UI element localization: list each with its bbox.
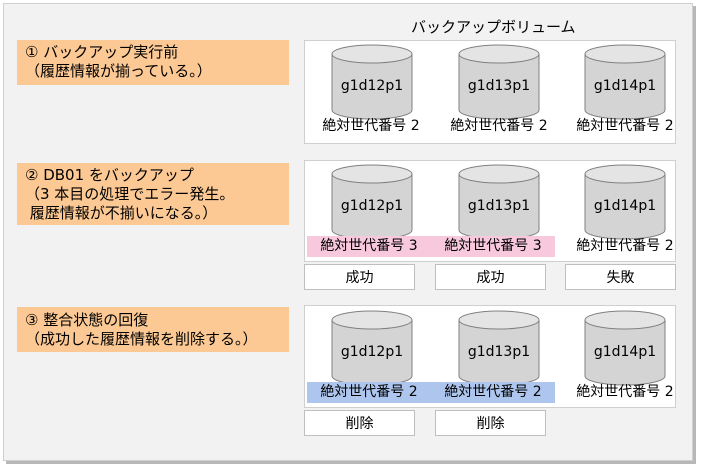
step-1-line-1: ① バックアップ実行前 xyxy=(25,43,179,61)
disk-name: g1d13p1 xyxy=(467,198,531,214)
disk-g1d14p1: g1d14p1 xyxy=(583,310,667,386)
disk-cylinder-icon xyxy=(458,310,540,386)
disk-cylinder-icon xyxy=(331,310,413,386)
disk-cylinder-icon xyxy=(584,44,666,120)
disk-g1d12p1: g1d12p1 xyxy=(330,164,414,240)
disk-g1d12p1: g1d12p1 xyxy=(330,44,414,120)
disk-cylinder-icon xyxy=(331,44,413,120)
disk-name: g1d12p1 xyxy=(340,78,404,94)
status-box: 成功 xyxy=(435,264,546,290)
generation-label: 絶対世代番号 2 xyxy=(576,384,674,400)
generation-label: 絶対世代番号 2 xyxy=(576,238,674,254)
step-2-line-1: ② DB01 をバックアップ xyxy=(25,166,194,184)
disk-cylinder-icon xyxy=(458,44,540,120)
disk-name: g1d12p1 xyxy=(340,198,404,214)
disk-cylinder-icon xyxy=(584,164,666,240)
disk-name: g1d14p1 xyxy=(593,198,657,214)
disk-g1d12p1: g1d12p1 xyxy=(330,310,414,386)
volume-heading: バックアップボリューム xyxy=(411,18,576,36)
status-box: 成功 xyxy=(304,264,415,290)
disk-cylinder-icon xyxy=(584,310,666,386)
disk-g1d13p1: g1d13p1 xyxy=(457,164,541,240)
disk-name: g1d13p1 xyxy=(467,78,531,94)
disk-g1d13p1: g1d13p1 xyxy=(457,44,541,120)
disk-cylinder-icon xyxy=(458,164,540,240)
disk-g1d13p1: g1d13p1 xyxy=(457,310,541,386)
step-2-label: ② DB01 をバックアップ （3 本目の処理でエラー発生。 履歴情報が不揃いに… xyxy=(17,163,289,225)
step-3-line-1: ③ 整合状態の回復 xyxy=(25,311,149,329)
disk-name: g1d13p1 xyxy=(467,344,531,360)
disk-name: g1d12p1 xyxy=(340,344,404,360)
generation-label: 絶対世代番号 2 xyxy=(450,118,548,134)
disk-name: g1d14p1 xyxy=(593,344,657,360)
step-3-label: ③ 整合状態の回復 （成功した履歴情報を削除する。） xyxy=(17,307,289,352)
disk-g1d14p1: g1d14p1 xyxy=(583,164,667,240)
generation-label-highlighted: 絶対世代番号 2 xyxy=(431,382,555,403)
step-1-label: ① バックアップ実行前 （履歴情報が揃っている。） xyxy=(17,40,289,85)
generation-label-highlighted: 絶対世代番号 2 xyxy=(307,382,431,403)
status-box: 削除 xyxy=(435,410,546,436)
generation-label: 絶対世代番号 2 xyxy=(322,118,420,134)
status-box: 失敗 xyxy=(565,264,676,290)
disk-g1d14p1: g1d14p1 xyxy=(583,44,667,120)
step-1-line-2: （履歴情報が揃っている。） xyxy=(25,62,212,80)
generation-label-highlighted: 絶対世代番号 3 xyxy=(431,236,555,257)
generation-label-highlighted: 絶対世代番号 3 xyxy=(307,236,431,257)
disk-cylinder-icon xyxy=(331,164,413,240)
step-2-line-2: （3 本目の処理でエラー発生。 xyxy=(25,185,235,203)
step-3-line-2: （成功した履歴情報を削除する。） xyxy=(25,330,258,348)
status-box: 削除 xyxy=(304,410,415,436)
disk-name: g1d14p1 xyxy=(593,78,657,94)
step-2-line-3: 履歴情報が不揃いになる。） xyxy=(25,204,218,222)
generation-label: 絶対世代番号 2 xyxy=(576,118,674,134)
